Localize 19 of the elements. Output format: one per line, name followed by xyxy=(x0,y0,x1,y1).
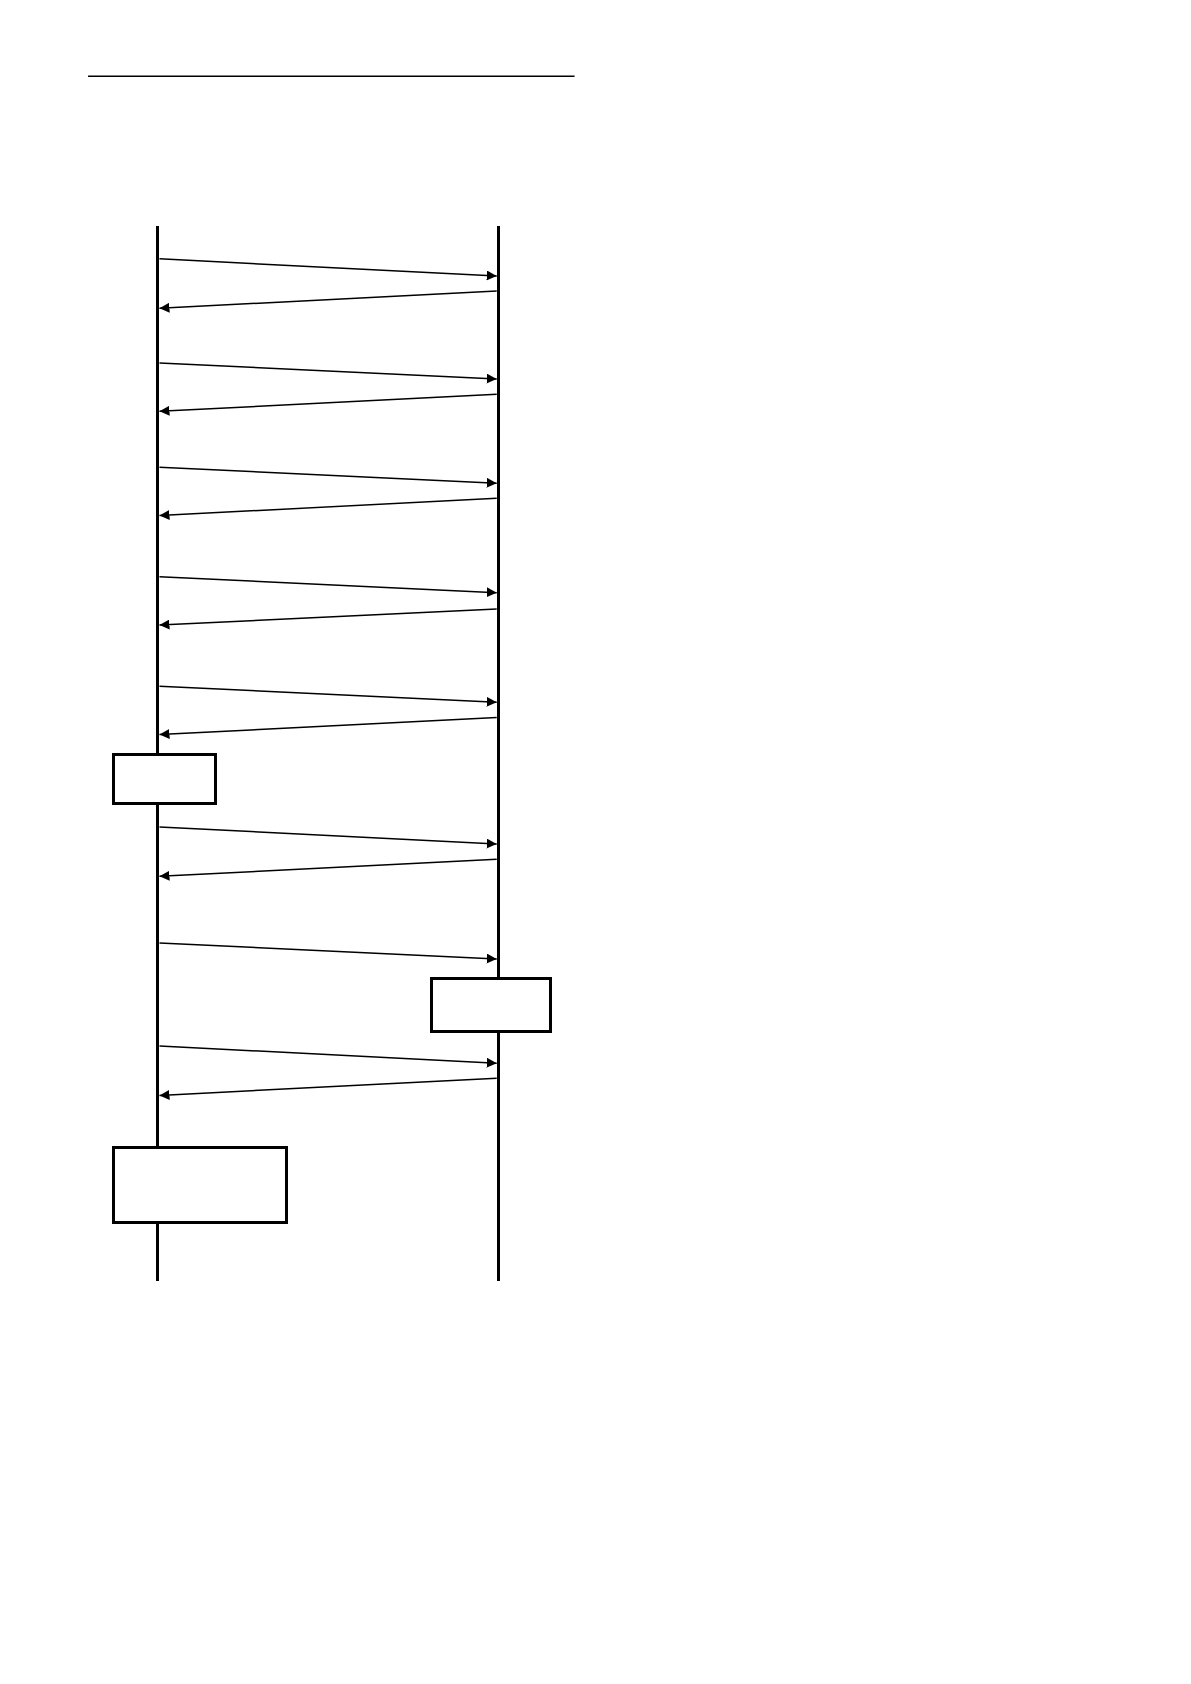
message-arrow xyxy=(158,716,498,740)
activity-box xyxy=(111,752,217,806)
message-arrow xyxy=(158,1045,498,1068)
message-arrow xyxy=(158,608,498,630)
message-arrow xyxy=(158,826,498,849)
message-arrow xyxy=(158,258,498,281)
message-arrow xyxy=(158,1077,498,1100)
message-arrow xyxy=(158,362,498,384)
activity-box xyxy=(111,1145,288,1225)
message-arrow xyxy=(158,393,498,416)
message-arrow xyxy=(158,858,498,881)
message-arrow xyxy=(158,466,498,488)
message-arrow xyxy=(158,575,498,598)
lifeline xyxy=(496,225,500,1282)
message-arrow xyxy=(158,942,498,964)
message-arrow xyxy=(158,290,498,313)
message-arrow xyxy=(158,685,498,707)
message-arrow xyxy=(158,497,498,520)
activity-box xyxy=(429,977,552,1034)
